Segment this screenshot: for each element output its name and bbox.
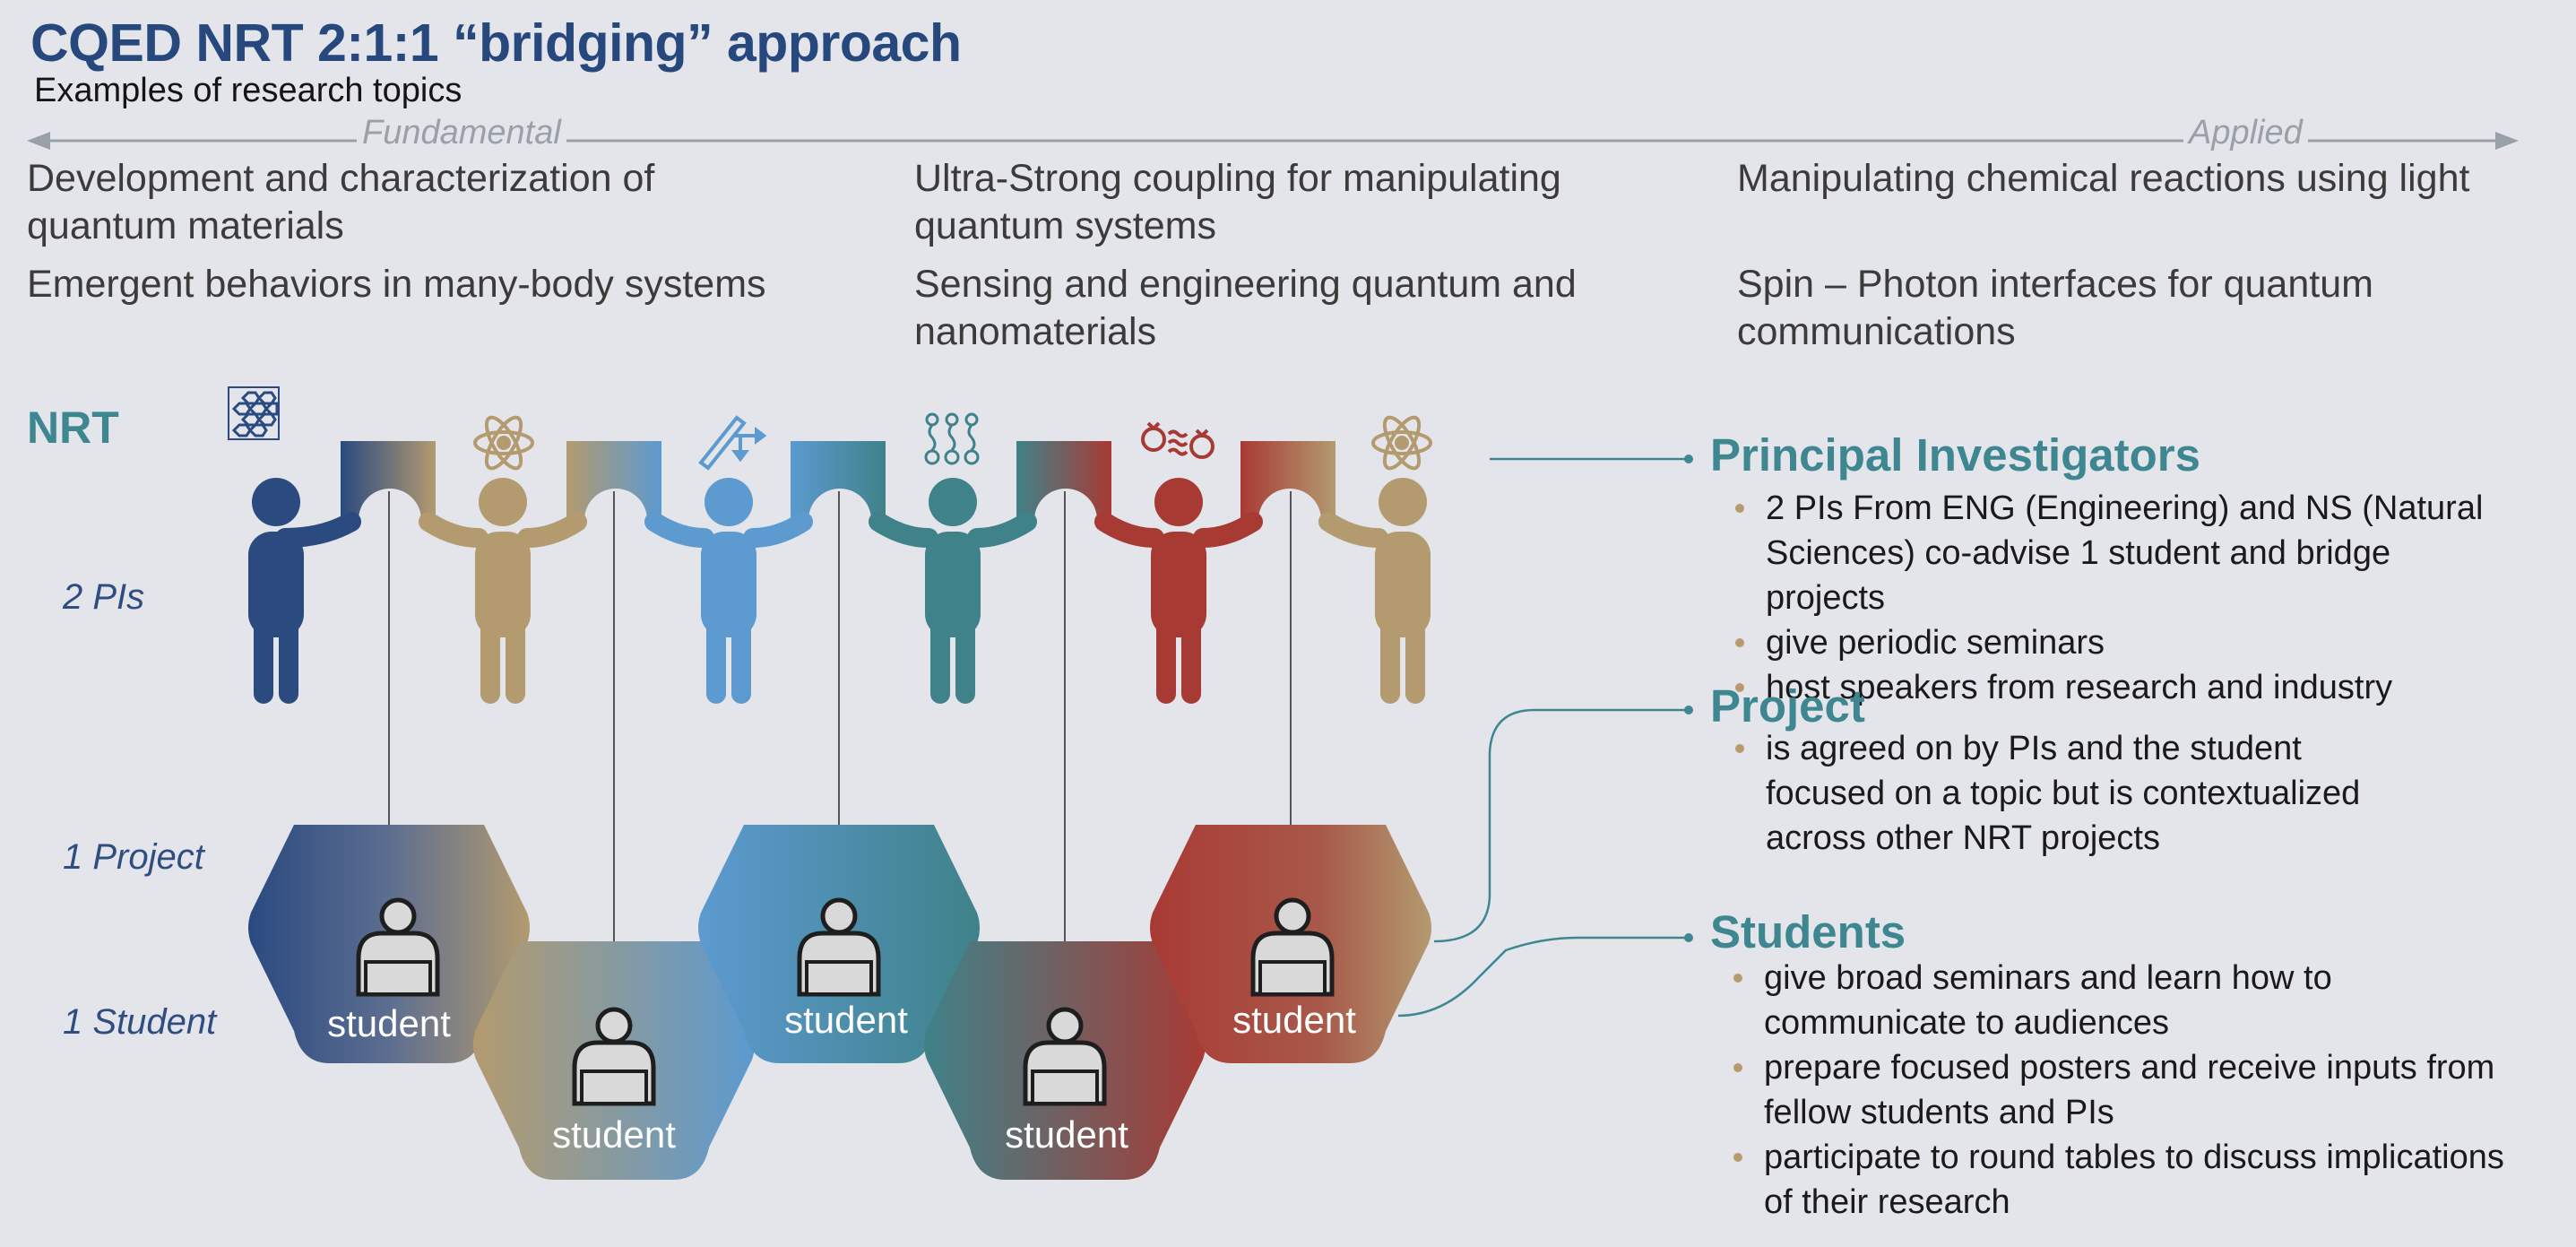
bridge: [566, 441, 661, 520]
student-label: student: [552, 1113, 676, 1156]
person-3: [644, 478, 813, 704]
student-label: student: [784, 999, 908, 1041]
student-hex-3: student: [698, 825, 980, 1063]
person-2: [419, 478, 587, 704]
pi-bullets: 2 PIs From ENG (Engineering) and NS (Nat…: [1725, 486, 2513, 710]
fundamental-label: Fundamental: [357, 114, 566, 152]
molecule-icon: [924, 412, 980, 465]
callout-lines: [1397, 457, 1685, 1018]
topic-quantum-materials: Development and characterization of quan…: [27, 157, 655, 247]
students-bullet: participate to round tables to discuss i…: [1723, 1135, 2529, 1225]
students-bullet: give broad seminars and learn how to com…: [1723, 956, 2529, 1045]
pi-bullet: 2 PIs From ENG (Engineering) and NS (Nat…: [1725, 486, 2513, 620]
topic-many-body: Emergent behaviors in many-body systems: [27, 263, 766, 306]
pis-row-label: 2 PIs: [63, 577, 145, 617]
atom-icon: [473, 415, 534, 471]
person-4: [869, 478, 1037, 704]
person-1: [248, 478, 361, 704]
student-hex-4: student: [924, 941, 1206, 1180]
connector-lines: [388, 491, 1292, 941]
student-hex-1: student: [248, 825, 530, 1063]
student-label: student: [1232, 999, 1356, 1041]
project-bullet: is agreed on by PIs and the student focu…: [1725, 726, 2388, 861]
bridge: [1240, 441, 1336, 520]
topic-spin-photon: Spin – Photon interfaces for quantum com…: [1737, 263, 2373, 353]
callout-dots: [1684, 455, 1693, 942]
pi-bullet: give periodic seminars: [1725, 620, 2513, 665]
students-bullet: prepare focused posters and receive inpu…: [1723, 1045, 2529, 1135]
nrt-label: NRT: [27, 403, 119, 453]
atom-icon: [1371, 415, 1432, 471]
pi-bullet: host speakers from research and industry: [1725, 665, 2513, 710]
student-label: student: [1005, 1113, 1128, 1156]
project-section-title: Project: [1710, 680, 1865, 732]
bridge: [1016, 441, 1111, 520]
laser-icon: [698, 415, 767, 471]
person-6: [1318, 478, 1431, 704]
student-hex-5: student: [1150, 825, 1431, 1063]
project-bullets: is agreed on by PIs and the student focu…: [1725, 726, 2388, 861]
topic-ultra-strong-coupling: Ultra-Strong coupling for manipulating q…: [914, 157, 1561, 247]
student-row-label: 1 Student: [63, 1002, 217, 1042]
page-subtitle: Examples of research topics: [34, 72, 462, 109]
project-row-label: 1 Project: [63, 837, 204, 877]
person-5: [1094, 478, 1263, 704]
bridge: [341, 441, 436, 520]
topic-chemical-reactions: Manipulating chemical reactions using li…: [1737, 157, 2470, 200]
applied-label: Applied: [2183, 114, 2308, 152]
topic-sensing-engineering: Sensing and engineering quantum and nano…: [914, 263, 1577, 353]
page-title: CQED NRT 2:1:1 “bridging” approach: [30, 13, 962, 73]
graphene-icon: [228, 386, 280, 440]
pi-section-title: Principal Investigators: [1710, 429, 2201, 481]
student-label: student: [327, 1002, 451, 1044]
student-hex-2: student: [473, 941, 755, 1180]
reaction-icon: [1141, 421, 1215, 459]
students-bullets: give broad seminars and learn how to com…: [1723, 956, 2529, 1225]
bridge: [791, 441, 886, 520]
bridges: [341, 441, 1336, 520]
students-section-title: Students: [1710, 906, 1906, 957]
